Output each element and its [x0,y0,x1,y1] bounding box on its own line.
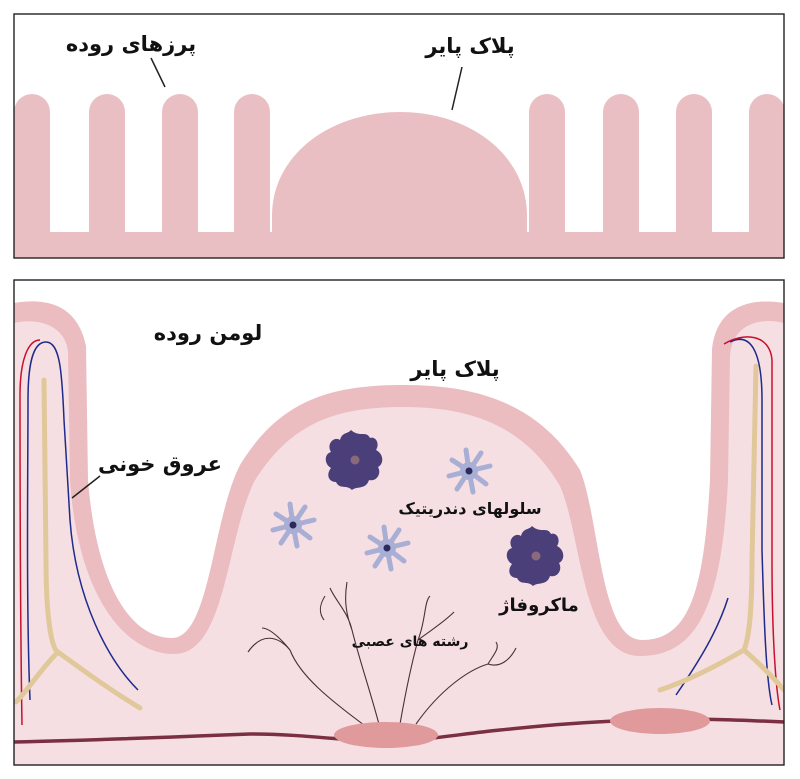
villi-panel: پرزهای روده پلاک پایر [13,13,785,259]
cross-section-panel: لومن روده پلاک پایر عروق خونی سلولهای دن… [13,279,785,766]
lymph-node-icon [334,722,438,748]
villi-label: پرزهای روده [66,32,196,56]
peyer-patch-label-bottom: پلاک پایر [409,357,499,381]
lumen-label: لومن روده [154,321,263,345]
macrophage-label: ماکروفاژ [498,595,579,616]
dendritic-cells-label: سلولهای دندریتیک [398,499,541,518]
peyer-patch-dome-top [272,112,527,234]
lacteal-trunks [14,363,784,711]
nerve-fibers-label: رشته های عصبی [352,634,469,650]
intestinal-villi [14,94,784,254]
peyer-patch-label-top: پلاک پایر [424,34,514,58]
blood-vessels-label: عروق خونی [98,452,222,476]
nerve-fibers [247,581,517,729]
blood-vessels-left [19,339,139,726]
lymph-node-icon [610,708,710,734]
